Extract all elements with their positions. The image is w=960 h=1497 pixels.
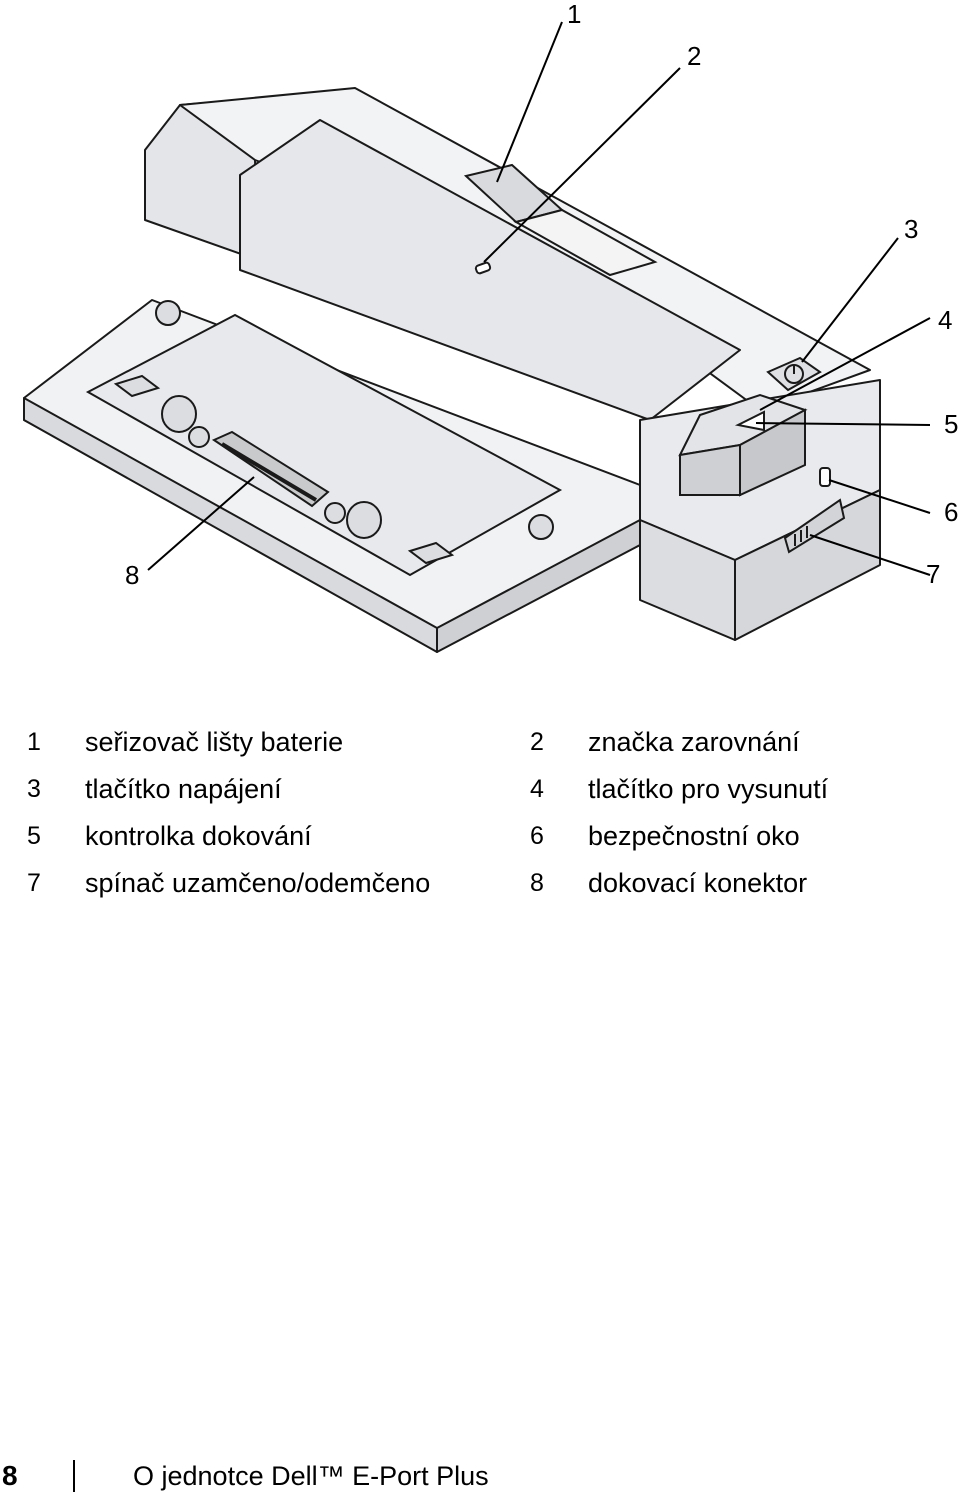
- legend-number: 5: [27, 822, 41, 850]
- battery-rail-slot: [513, 208, 658, 277]
- callout-number: 1: [567, 0, 581, 29]
- legend-text: dokovací konektor: [588, 868, 808, 898]
- page-footer: 8 O jednotce Dell™ E-Port Plus: [0, 1455, 960, 1497]
- legend-text: kontrolka dokování: [85, 821, 312, 851]
- docking-area: [85, 313, 563, 577]
- callout-number: 4: [938, 305, 952, 335]
- page-number: 8: [2, 1460, 18, 1491]
- legend-text: spínač uzamčeno/odemčeno: [85, 868, 431, 898]
- legend-text: tlačítko napájení: [85, 774, 282, 804]
- legend-number: 4: [530, 775, 544, 803]
- latch-pad: [113, 374, 161, 398]
- legend-number: 8: [530, 869, 544, 897]
- power-icon: [784, 364, 804, 384]
- rubber-foot: [155, 300, 181, 326]
- legend-number: 6: [530, 822, 544, 850]
- callout-number: 2: [687, 41, 701, 71]
- guide-post: [188, 426, 210, 448]
- lock-switch: [783, 498, 846, 554]
- rubber-foot: [528, 514, 554, 540]
- legend-text: bezpečnostní oko: [588, 821, 800, 851]
- callout-number: 6: [944, 497, 958, 527]
- eject-arrow-icon: [734, 410, 765, 432]
- legend-number: 1: [27, 728, 41, 756]
- docking-station-illustration: 1 2 3 4 5 6 7 8: [23, 0, 958, 653]
- legend-number: 7: [27, 869, 41, 897]
- right-block-bottom: [639, 519, 736, 641]
- footer-title: O jednotce Dell™ E-Port Plus: [133, 1461, 489, 1491]
- docking-connector: [211, 430, 330, 508]
- legend-text: tlačítko pro vysunutí: [588, 774, 829, 804]
- guide-post: [346, 501, 382, 539]
- latch-pad: [407, 541, 455, 565]
- callout-number: 7: [926, 559, 940, 589]
- legend-number: 2: [530, 728, 544, 756]
- eject-button-side: [739, 408, 806, 497]
- callout-number: 5: [944, 409, 958, 439]
- guide-post: [161, 395, 197, 433]
- callout-number: 8: [125, 560, 139, 590]
- alignment-mark: [474, 261, 492, 275]
- security-slot: [819, 467, 831, 487]
- callout-number: 3: [904, 214, 918, 244]
- legend-text: seřizovač lišty baterie: [85, 727, 344, 757]
- footer-divider: [73, 1460, 75, 1492]
- legend-text: značka zarovnání: [588, 727, 800, 757]
- eject-button-front: [679, 443, 741, 496]
- legend-number: 3: [27, 775, 41, 803]
- guide-post: [324, 502, 346, 524]
